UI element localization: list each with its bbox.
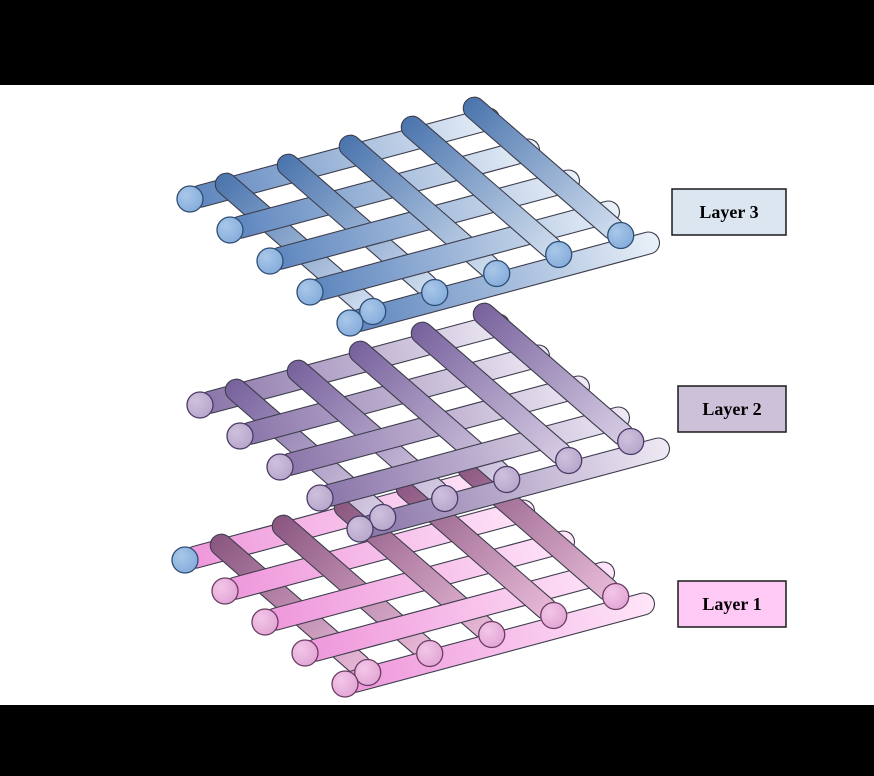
layer3-label: Layer 3 [671, 188, 787, 236]
layer1-label: Layer 1 [677, 580, 787, 628]
rod-end-cap [431, 484, 459, 513]
layer3-rod-mesh [176, 96, 661, 337]
rod-end-cap [493, 465, 521, 494]
rod-end-cap [186, 391, 214, 419]
layer3-label-text: Layer 3 [699, 202, 758, 222]
rod-end-cap [346, 515, 374, 543]
rod-end-cap [540, 601, 568, 630]
layer2-label-text: Layer 2 [702, 399, 761, 419]
rod-end-cap [211, 577, 239, 605]
layer1-label-text: Layer 1 [702, 594, 761, 614]
rod-end-cap [256, 247, 284, 275]
rod-end-cap [369, 503, 397, 532]
layer2-label-box [677, 385, 787, 433]
layer3-label-box [671, 188, 787, 236]
rod-end-cap [291, 639, 319, 667]
layer2-label: Layer 2 [677, 385, 787, 433]
rod-end-cap [607, 221, 635, 250]
rod-end-cap [336, 309, 364, 337]
rod-end-cap [331, 670, 359, 698]
rod-end-cap [555, 446, 583, 475]
rod-end-cap [359, 297, 387, 326]
rod-end-cap [251, 608, 279, 636]
rod-end-cap [416, 639, 444, 668]
rod-end-cap [216, 216, 244, 244]
layer1-label-box [677, 580, 787, 628]
rod-end-cap [421, 278, 449, 307]
rod-end-cap [266, 453, 294, 481]
layer2-rod-mesh [186, 302, 671, 543]
rod-end-cap [483, 259, 511, 288]
rod-end-cap [478, 620, 506, 649]
rod-end-cap [306, 484, 334, 512]
rod-end-cap [354, 658, 382, 687]
rod-end-cap [545, 240, 573, 269]
rod-end-cap [171, 546, 199, 574]
rod-end-cap [617, 427, 645, 456]
rod-end-cap [226, 422, 254, 450]
rod-end-cap [296, 278, 324, 306]
rod-end-cap [602, 582, 630, 611]
rod-end-cap [176, 185, 204, 213]
